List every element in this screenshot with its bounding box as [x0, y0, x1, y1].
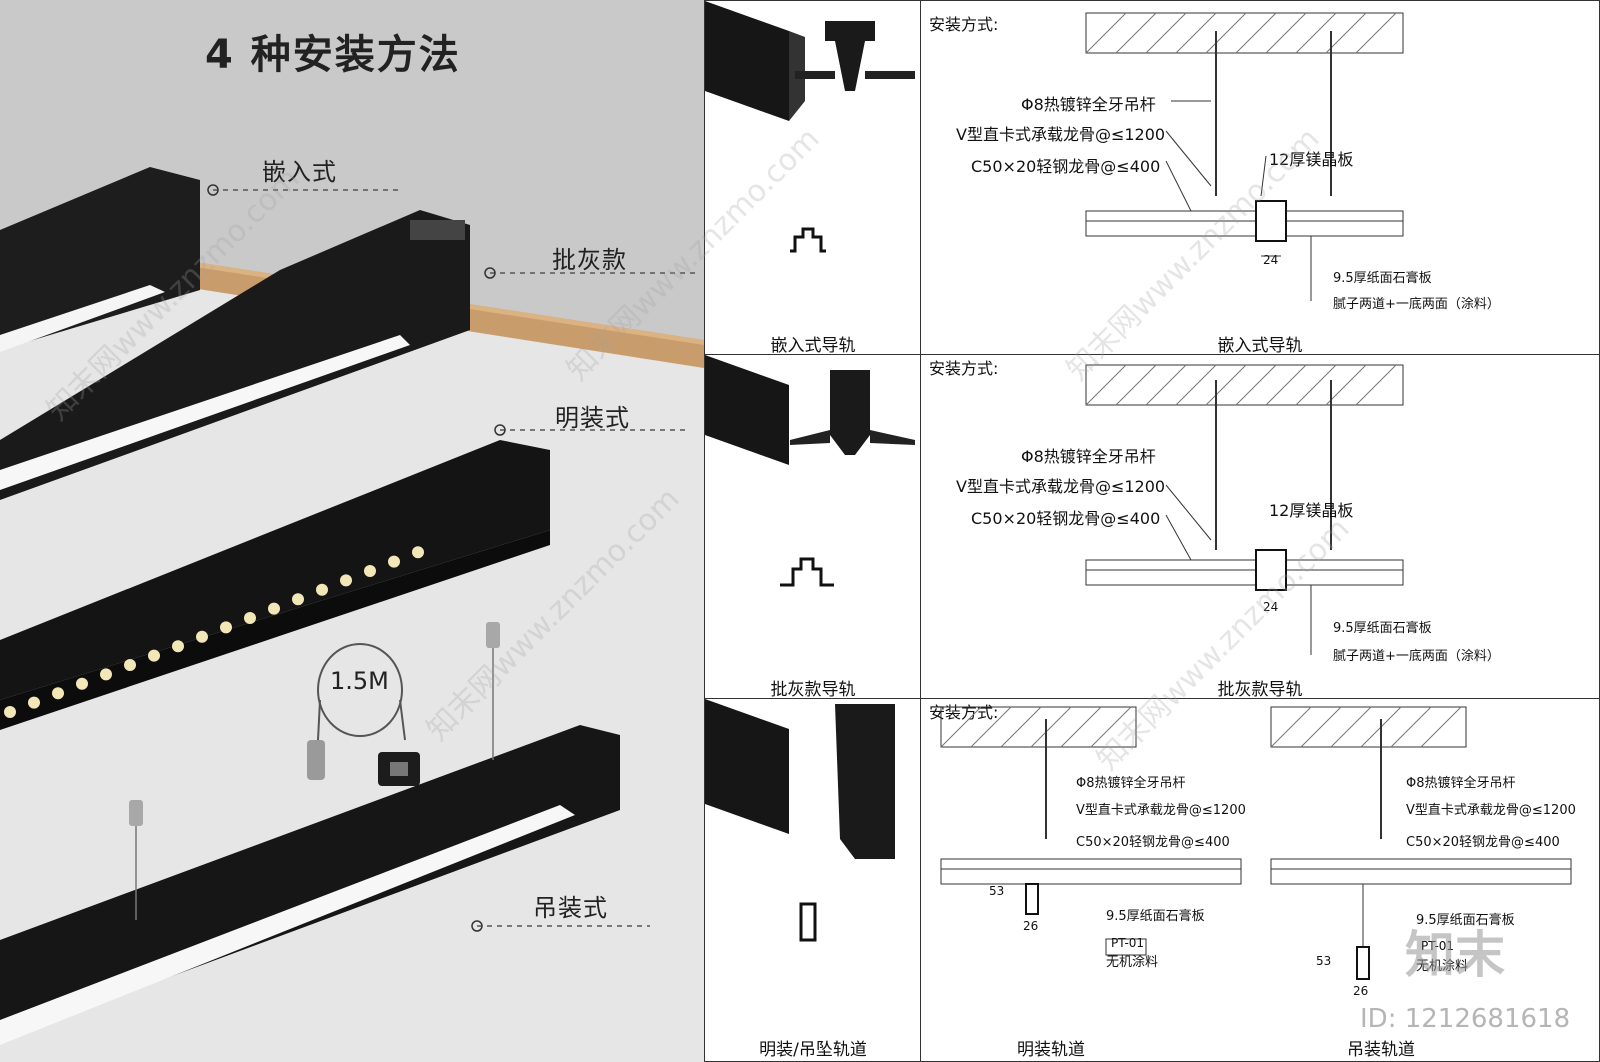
spotlight-dot [76, 677, 88, 690]
product-cell-2: 批灰款导轨 [704, 354, 922, 700]
spotlight-dot [28, 696, 40, 709]
annotation-pt-3b: PT-01 [1421, 939, 1455, 953]
spotlight-dot [196, 630, 208, 643]
spotlight-dot [412, 546, 424, 559]
embedded-section-drawing [1085, 12, 1404, 301]
annotation-dim-h-3b: 53 [1316, 954, 1332, 968]
spotlight-dot [220, 621, 232, 634]
annotation-c-keel-3b: C50×20轻钢龙骨@≤400 [1406, 835, 1560, 850]
annotation-dim-2: 24 [1263, 600, 1279, 614]
annotation-c-keel-2: C50×20轻钢龙骨@≤400 [971, 509, 1161, 528]
annotation-paint-3b: 无机涂料 [1416, 959, 1469, 974]
annotation-putty-2: 腻子两道+一底两面（涂料） [1333, 649, 1500, 664]
annotation-dim-1: 24 [1263, 253, 1279, 267]
detail-caption-pendant: 吊装轨道 [1347, 1040, 1415, 1060]
annotation-gypsum-1: 9.5厚纸面石膏板 [1333, 271, 1432, 286]
gray-track-render [705, 355, 915, 587]
annotation-rod-3b: Φ8热镀锌全牙吊杆 [1406, 776, 1516, 791]
cable-length-label: 1.5M [330, 667, 389, 695]
detail-cell-3: 安装方式: Φ8热镀锌全牙吊杆 V型直卡式承载龙骨@≤1200 C50×20轻钢… [920, 698, 1600, 1062]
watermark-logo: 知末 [1405, 926, 1505, 984]
spotlight-dot [4, 706, 16, 718]
annotation-rod-2: Φ8热镀锌全牙吊杆 [1021, 447, 1156, 466]
annotation-dim-w-3a: 26 [1023, 919, 1039, 933]
install-header-1: 安装方式: [929, 15, 999, 34]
detail-caption-surface: 明装轨道 [1017, 1040, 1085, 1060]
detail-cell-2: 安装方式: Φ8热镀锌全牙吊杆 V型直卡式承载龙骨@≤1200 C50×20轻钢… [920, 354, 1600, 700]
annotation-c-keel-3a: C50×20轻钢龙骨@≤400 [1076, 835, 1230, 850]
gray-section-drawing [1085, 364, 1404, 655]
spotlight-dot [316, 583, 328, 596]
annotation-gypsum-3b: 9.5厚纸面石膏板 [1416, 913, 1515, 928]
spotlight-dot [340, 574, 352, 587]
product-cell-1: 嵌入式导轨 [704, 0, 922, 356]
spotlight-dot [124, 659, 136, 671]
install-header-3: 安装方式: [929, 703, 999, 722]
product-cell-3: 明装/吊坠轨道 [704, 698, 922, 1062]
annotation-gypsum-3a: 9.5厚纸面石膏板 [1106, 909, 1205, 924]
page-title: 4 种安装方法 [205, 32, 461, 78]
spotlight-dot [148, 649, 160, 662]
spotlight-dot [244, 612, 256, 624]
annotation-v-keel-3a: V型直卡式承载龙骨@≤1200 [1076, 803, 1246, 818]
detail-caption-1: 嵌入式导轨 [1217, 336, 1303, 356]
spotlight-dot [268, 602, 280, 615]
label-surface: 明装式 [555, 404, 630, 432]
spotlight-dots [4, 546, 424, 718]
surface-pendant-section-drawing [940, 706, 1572, 980]
track-render-illustration [0, 167, 704, 1062]
spotlight-dot [100, 668, 112, 681]
detail-cell-1: 安装方式: Φ8热镀锌全牙吊杆 V型直卡式承载龙骨@≤1200 C50×20轻钢… [920, 0, 1600, 356]
label-gray: 批灰款 [552, 246, 627, 274]
install-header-2: 安装方式: [929, 359, 999, 378]
watermark-id: ID: 1212681618 [1360, 1004, 1571, 1034]
annotation-pt-3a: PT-01 [1111, 936, 1145, 950]
annotation-paint-3a: 无机涂料 [1106, 955, 1159, 970]
annotation-v-keel-1: V型直卡式承载龙骨@≤1200 [956, 125, 1166, 144]
label-embedded: 嵌入式 [262, 158, 337, 186]
product-caption-2: 批灰款导轨 [770, 680, 856, 700]
product-caption-1: 嵌入式导轨 [770, 336, 856, 356]
annotation-board-1: 12厚镁晶板 [1269, 150, 1354, 169]
annotation-gypsum-2: 9.5厚纸面石膏板 [1333, 621, 1432, 636]
product-caption-3: 明装/吊坠轨道 [759, 1040, 867, 1060]
spotlight-dot [292, 593, 304, 606]
annotation-dim-w-3b: 26 [1353, 984, 1369, 998]
embedded-track-render [705, 1, 915, 253]
spotlight-dot [388, 555, 400, 568]
annotation-v-keel-3b: V型直卡式承载龙骨@≤1200 [1406, 803, 1576, 818]
annotation-v-keel-2: V型直卡式承载龙骨@≤1200 [956, 477, 1166, 496]
label-pendant: 吊装式 [533, 894, 608, 922]
annotation-board-2: 12厚镁晶板 [1269, 501, 1354, 520]
annotation-rod-1: Φ8热镀锌全牙吊杆 [1021, 95, 1156, 114]
annotation-c-keel-1: C50×20轻钢龙骨@≤400 [971, 157, 1161, 176]
spotlight-dot [364, 565, 376, 577]
spotlight-dot [52, 687, 64, 700]
detail-caption-2: 批灰款导轨 [1217, 680, 1303, 700]
spotlight-dot [172, 640, 184, 653]
product-render-panel: 4 种安装方法 嵌入式 批灰款 明装式 吊装式 1.5M [0, 0, 704, 1062]
surface-track-render [705, 699, 895, 942]
annotation-dim-h-3a: 53 [989, 884, 1005, 898]
annotation-putty-1: 腻子两道+一底两面（涂料） [1333, 297, 1500, 312]
annotation-rod-3a: Φ8热镀锌全牙吊杆 [1076, 776, 1186, 791]
